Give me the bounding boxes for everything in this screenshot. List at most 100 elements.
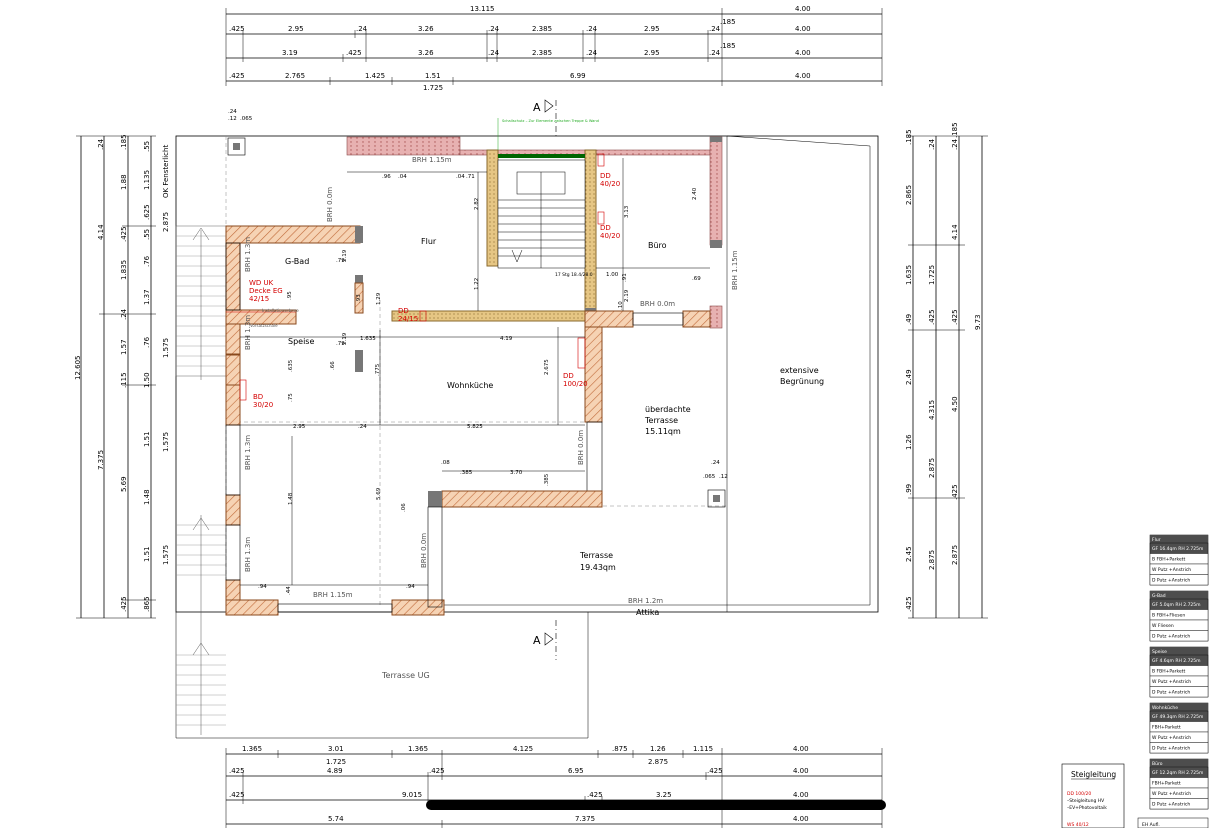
dim: .425 (229, 791, 245, 799)
installation-note: Installationsebene (262, 308, 299, 313)
inner-dim: 2.19 (342, 332, 348, 345)
dim: 2.875 (648, 758, 668, 766)
inner-dim: 2.19 (342, 249, 348, 262)
inner-dim: .635 (288, 359, 294, 372)
dim: .76 (143, 255, 151, 267)
dim-left-total: 12.605 (74, 356, 82, 381)
inner-dim: .44 (286, 586, 292, 595)
dim: .185 (951, 122, 959, 138)
dim: 1.135 (143, 170, 151, 190)
green-roof-label: Begrünung (780, 377, 824, 386)
dim: 2.385 (532, 49, 552, 57)
brh-label: BRH 1.15m (313, 591, 353, 599)
dim: 1.26 (650, 745, 666, 753)
dim: 9.015 (402, 791, 422, 799)
dim: .625 (143, 204, 151, 220)
dim: .865 (143, 596, 151, 612)
room-card-row: W Putz +Anstrich (1152, 679, 1191, 685)
room-card-row: D Putz +Anstrich (1152, 746, 1190, 752)
dim: 4.00 (793, 767, 809, 775)
opening-note: DD (563, 372, 574, 380)
inner-dim: .79 (336, 258, 345, 264)
room-card-row: D Putz +Anstrich (1152, 634, 1190, 640)
brh-label: BRH 1.3m (244, 237, 252, 272)
section-marker-bottom: A (533, 634, 541, 647)
inner-dimensions: .96.04.04.712.821.223.132.401.00.912.19.… (228, 109, 728, 595)
inner-dim: 2.82 (474, 198, 480, 210)
dim: 3.25 (656, 791, 672, 799)
dim: 2.95 (644, 49, 660, 57)
brh-label: BRH 1.15m (731, 250, 739, 290)
dim-note: OK Fensterlicht (162, 145, 170, 198)
dim: 1.26 (905, 434, 913, 450)
room-terrasse: Terrasse (579, 551, 613, 560)
dim: .425 (120, 226, 128, 242)
room-card-row: GF 5.0qm RH 2.725m (1152, 602, 1201, 608)
dim: 1.725 (928, 265, 936, 285)
dim: 1.37 (143, 289, 151, 305)
inner-dim: .08 (441, 460, 450, 466)
dim: 2.95 (644, 25, 660, 33)
red-notes: DD 40/20 DD 40/20 DD 24/15 DD 100/20 BD … (226, 153, 620, 409)
dim: 7.375 (97, 450, 105, 470)
opening-note: 100/20 (563, 380, 588, 388)
room-card-row: W Putz +Anstrich (1152, 567, 1191, 573)
dim: 1.575 (162, 545, 170, 565)
brh-label: BRH 1.2m (628, 597, 663, 605)
inner-dim: .04 (398, 174, 407, 180)
dim: 4.00 (793, 815, 809, 823)
opening-note: 40/20 (600, 180, 620, 188)
brh-label: BRH 1.3m (244, 315, 252, 350)
room-card-row: W Putz +Anstrich (1152, 791, 1191, 797)
room-card-row: GF 4.6qm RH 2.725m (1152, 658, 1201, 664)
dim-right-total: 9.73 (974, 314, 982, 330)
dim: 5.74 (328, 815, 344, 823)
inner-dim: .775 (375, 363, 381, 376)
dim: 4.14 (951, 224, 959, 240)
dim: .425 (346, 49, 362, 57)
opening-note: 24/15 (398, 315, 418, 323)
dim: 3.26 (418, 25, 434, 33)
dim: .49 (905, 314, 913, 325)
dim: .425 (229, 72, 245, 80)
dim: 4.125 (513, 745, 533, 753)
dim: .24 (97, 138, 105, 150)
opening-note: DD (398, 307, 409, 315)
legend-red: WS 40/12 (1067, 822, 1089, 828)
dim: 3.01 (328, 745, 344, 753)
dim: .425 (229, 25, 245, 33)
right-dimensions: .185 2.865 1.635 .49 2.49 1.26 .99 2.45 … (905, 122, 988, 619)
dim: 1.575 (162, 432, 170, 452)
inner-dim: 1.48 (288, 492, 294, 505)
opening-note: BD (253, 393, 263, 401)
room-wohnkueche: Wohnküche (447, 381, 493, 390)
dim-top-total: 13.115 (470, 5, 495, 13)
inner-dim: .69 (692, 276, 701, 282)
dim: 1.425 (365, 72, 385, 80)
inner-dim: .06 (401, 503, 407, 512)
dim: .425 (707, 767, 723, 775)
dim: 4.00 (793, 745, 809, 753)
dim: .76 (143, 336, 151, 348)
inner-dim: .66 (330, 361, 336, 370)
opening-note: Decke EG (249, 287, 283, 295)
brh-labels: BRH 1.15m BRH 1.15m BRH 1.2m BRH 0.0m BR… (244, 156, 739, 605)
dim: 2.385 (532, 25, 552, 33)
opening-note: DD (600, 172, 611, 180)
section-marker-top: A (533, 101, 541, 114)
inner-dim: 2.19 (624, 289, 630, 302)
dim: 2.875 (928, 550, 936, 570)
inner-dim: .385 (544, 473, 550, 486)
legend-line: –Steigleitung HV (1067, 798, 1105, 804)
inner-dim: .75 (288, 393, 294, 402)
dim: 2.49 (905, 369, 913, 385)
dim: 6.99 (570, 72, 586, 80)
dim: 4.89 (327, 767, 343, 775)
left-dimensions: 12.605 4.14 7.375 1.88 1.835 1.57 5.69 .… (74, 134, 170, 619)
dim: .24 (928, 138, 936, 150)
dim: .115 (120, 372, 128, 388)
dim: 4.00 (795, 72, 811, 80)
dim: 1.50 (143, 372, 151, 388)
dim-top-right: 4.00 (795, 5, 811, 13)
